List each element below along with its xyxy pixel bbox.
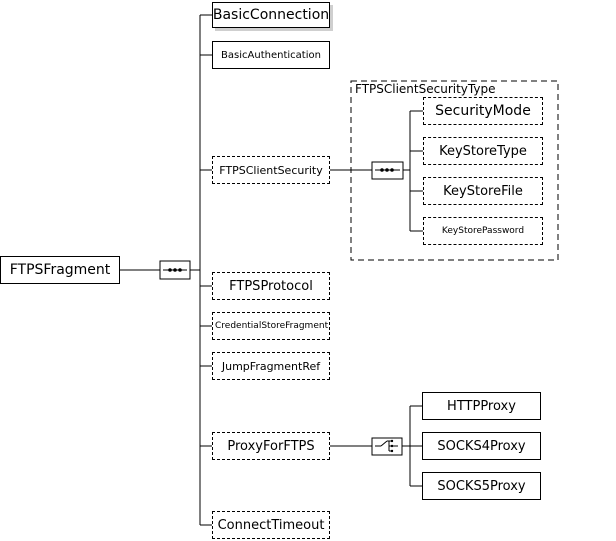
element-socks4-proxy[interactable]: SOCKS4Proxy	[422, 432, 541, 460]
element-basic-authentication[interactable]: BasicAuthentication	[212, 41, 330, 69]
element-key-store-password[interactable]: KeyStorePassword	[423, 217, 543, 245]
element-basic-connection[interactable]: BasicConnection	[212, 2, 330, 28]
element-security-mode[interactable]: SecurityMode	[423, 97, 543, 125]
security-sequence-icon	[371, 161, 404, 180]
security-type-group	[350, 80, 559, 261]
element-credential-store-fragment-ref[interactable]: CredentialStoreFragmentRef	[212, 312, 330, 340]
root-element-ftps-fragment[interactable]: FTPSFragment	[0, 256, 120, 284]
element-connect-timeout[interactable]: ConnectTimeout	[212, 511, 330, 539]
element-key-store-file[interactable]: KeyStoreFile	[423, 177, 543, 205]
element-http-proxy[interactable]: HTTPProxy	[422, 392, 541, 420]
element-socks5-proxy[interactable]: SOCKS5Proxy	[422, 472, 541, 500]
security-type-title: FTPSClientSecurityType	[355, 82, 496, 96]
element-jump-fragment-ref[interactable]: JumpFragmentRef	[212, 352, 330, 380]
element-proxy-for-ftps[interactable]: ProxyForFTPS	[212, 432, 330, 460]
element-ftps-protocol[interactable]: FTPSProtocol	[212, 272, 330, 300]
element-ftps-client-security[interactable]: FTPSClientSecurity	[212, 156, 330, 184]
element-key-store-type[interactable]: KeyStoreType	[423, 137, 543, 165]
proxy-choice-icon	[371, 437, 403, 456]
main-sequence-icon	[159, 260, 191, 280]
